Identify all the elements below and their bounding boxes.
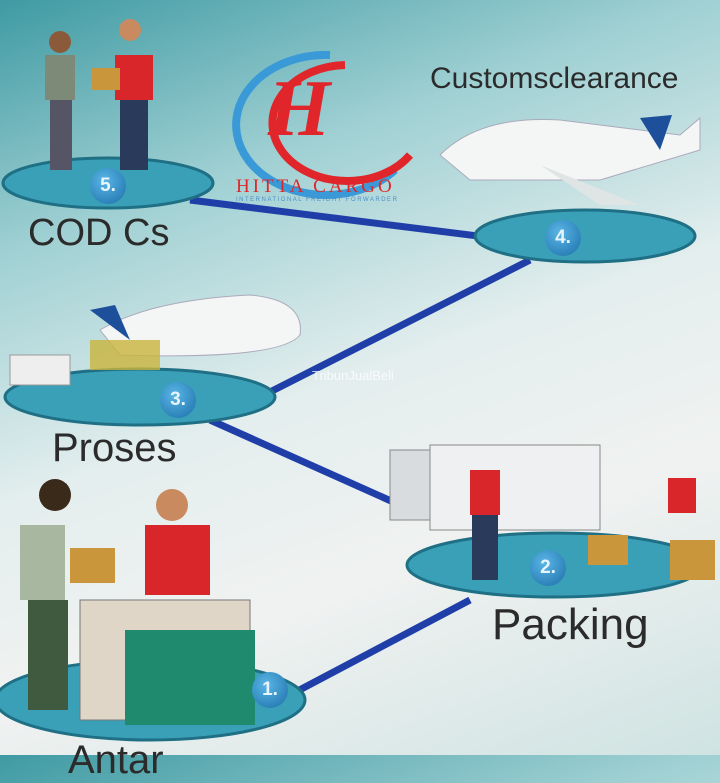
step-1-label: Antar	[68, 738, 164, 782]
step-1-number: 1.	[252, 672, 288, 708]
platform-4	[473, 208, 697, 264]
cargo-plane-illustration	[9, 294, 301, 386]
logo-title: HITTA CARGO	[236, 176, 395, 197]
step-5-label: COD Cs	[28, 212, 170, 254]
step-4-label: Customsclearance	[430, 62, 679, 95]
connector-lines	[189, 196, 532, 699]
step-4-number: 4.	[545, 220, 581, 256]
step-3-label: Proses	[52, 426, 177, 470]
step-2-number: 2.	[530, 550, 566, 586]
delivery-truck-illustration	[389, 444, 715, 580]
people-handover-illustration	[45, 19, 153, 170]
logo-subtitle: INTERNATIONAL FREIGHT FORWARDER	[236, 197, 399, 203]
step-2-label: Packing	[492, 600, 649, 649]
process-diagram: H	[0, 19, 715, 742]
hitta-cargo-logo: H	[232, 50, 414, 199]
step-3-number: 3.	[160, 382, 196, 418]
svg-text:H: H	[267, 65, 333, 153]
counter-illustration	[20, 479, 255, 725]
step-5-number: 5.	[90, 168, 126, 204]
airplane-illustration	[439, 115, 701, 205]
watermark: TribunJualBeli	[312, 368, 394, 383]
